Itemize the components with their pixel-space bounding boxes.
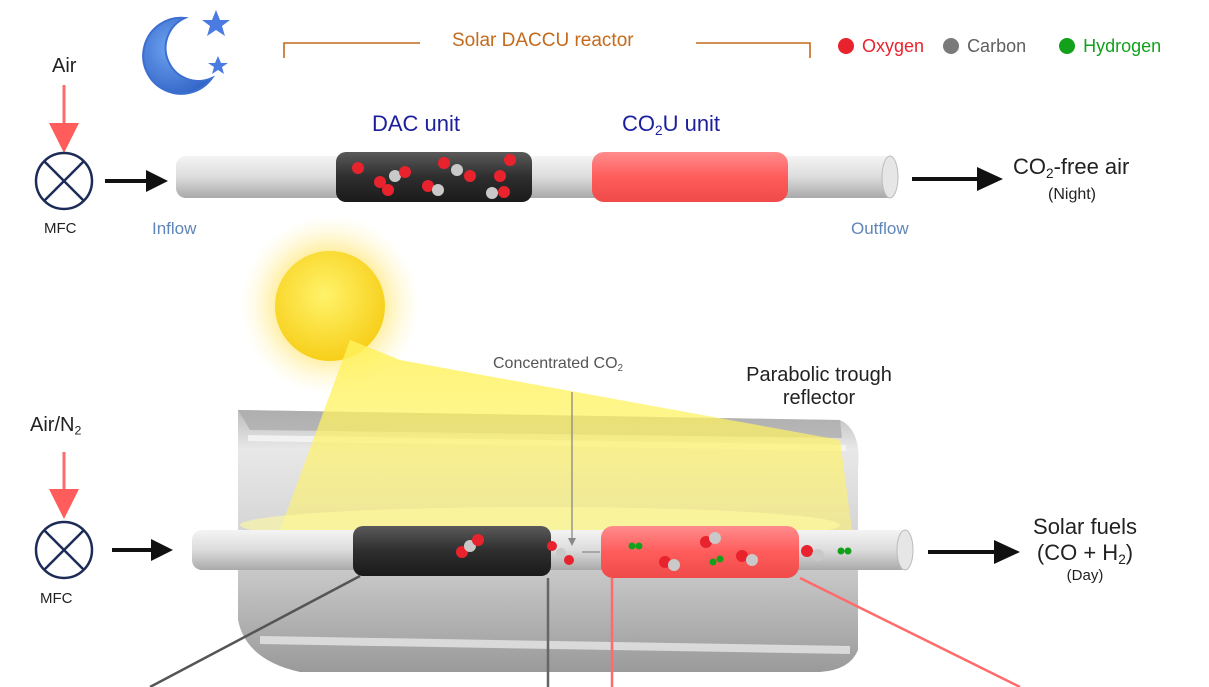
air-label-night: Air bbox=[52, 55, 77, 77]
inflow-label: Inflow bbox=[152, 219, 197, 238]
hydrogen-dot-icon bbox=[1059, 38, 1076, 54]
output-night-label: CO2-free air bbox=[1013, 154, 1129, 181]
concentrated-co2-label: Concentrated CO2 bbox=[493, 355, 623, 374]
leader-lines bbox=[149, 574, 1021, 687]
oxygen-dot-icon bbox=[838, 38, 854, 54]
mfc-icon-day bbox=[34, 520, 94, 580]
carbon-dot-icon bbox=[943, 38, 960, 54]
output-day-line2-post: ) bbox=[1125, 540, 1134, 565]
reflector-line2: reflector bbox=[782, 387, 856, 409]
concentrated-sub: 2 bbox=[617, 362, 624, 374]
night-reactor-tube bbox=[176, 152, 899, 202]
output-day-label: Solar fuels (CO + H2) (Day) bbox=[1020, 514, 1150, 584]
mfc-icon-night bbox=[34, 151, 94, 211]
reactor-title: Solar DACCU reactor bbox=[452, 30, 634, 51]
legend-oxygen: Oxygen bbox=[838, 36, 924, 56]
air-n2-pre: Air/N bbox=[30, 414, 75, 436]
output-day-line2: (CO + H2) bbox=[1020, 540, 1150, 567]
air-n2-label: Air/N2 bbox=[30, 414, 81, 438]
output-day-time: (Day) bbox=[1066, 567, 1104, 585]
dac-molecules-night bbox=[352, 154, 516, 199]
output-arrow-night bbox=[912, 167, 1003, 191]
legend-oxygen-label: Oxygen bbox=[862, 36, 925, 56]
output-night-pre: CO bbox=[1013, 154, 1046, 179]
legend-carbon-label: Carbon bbox=[967, 36, 1027, 56]
legend-hydrogen: Hydrogen bbox=[1059, 36, 1161, 56]
output-arrow-day bbox=[928, 540, 1020, 564]
output-night-sub: 2 bbox=[1046, 166, 1054, 182]
outflow-label: Outflow bbox=[851, 219, 909, 238]
reflector-line1: Parabolic trough bbox=[746, 364, 892, 386]
day-molecules bbox=[456, 532, 852, 571]
moon-stars-icon bbox=[142, 10, 230, 95]
legend-carbon: Carbon bbox=[943, 36, 1026, 56]
reactor-bracket bbox=[283, 42, 811, 58]
mfc-label-night: MFC bbox=[44, 220, 77, 237]
feed-arrow-night bbox=[105, 170, 168, 192]
co2u-sub: 2 bbox=[655, 123, 663, 139]
sunlight-beam bbox=[280, 340, 852, 530]
output-day-line1: Solar fuels bbox=[1033, 514, 1137, 539]
output-night-time: (Night) bbox=[1048, 186, 1097, 203]
co2u-post: U unit bbox=[662, 111, 721, 136]
output-day-line2-pre: (CO + H bbox=[1036, 540, 1119, 565]
co2u-pre: CO bbox=[622, 111, 655, 136]
output-day-line2-sub: 2 bbox=[1118, 552, 1126, 568]
mfc-label-day: MFC bbox=[40, 590, 73, 607]
dac-unit-label: DAC unit bbox=[372, 111, 461, 136]
concentrated-pre: Concentrated CO bbox=[493, 355, 618, 372]
legend-hydrogen-label: Hydrogen bbox=[1083, 36, 1162, 56]
co2u-unit-label: CO2U unit bbox=[622, 111, 720, 138]
air-n2-sub: 2 bbox=[74, 423, 82, 438]
output-night-post: -free air bbox=[1053, 154, 1130, 179]
feed-arrow-day bbox=[112, 539, 173, 561]
legend: Oxygen Carbon Hydrogen bbox=[838, 36, 1161, 57]
